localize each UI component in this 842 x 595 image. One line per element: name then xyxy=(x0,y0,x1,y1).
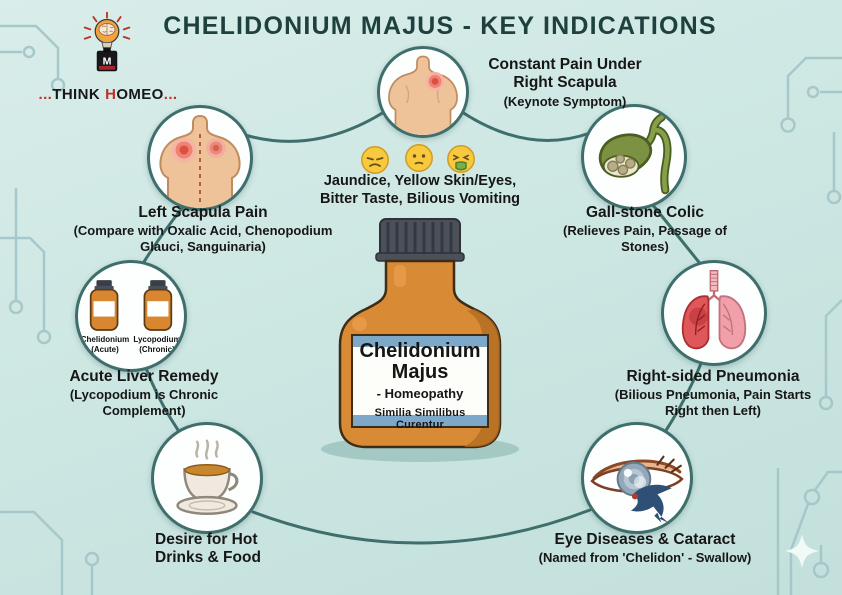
node-title: Acute Liver Remedy xyxy=(69,368,219,385)
eye-swallow-icon xyxy=(590,455,684,523)
node-title: Left Scapula Pain xyxy=(138,204,268,221)
two-bottles-icon xyxy=(89,280,173,332)
sparkle-icon xyxy=(785,534,819,568)
node-title: Desire for Hot Drinks & Food xyxy=(155,531,261,567)
bottle-caption-chelidonium: Chelidonium (Acute) xyxy=(80,335,130,354)
node-subtitle: (Bilious Pneumonia, Pain Starts Right th… xyxy=(614,387,812,418)
logo-think: THINK xyxy=(52,86,101,103)
node-subtitle: (Named from 'Chelidon' - Swallow) xyxy=(538,550,752,566)
bottle-motto: Similia Similibus Curentur xyxy=(374,407,466,431)
logo-h: H xyxy=(105,86,117,103)
back-both-pain-icon xyxy=(159,114,241,208)
jaundice-caption: Jaundice, Yellow Skin/Eyes, Bitter Taste… xyxy=(319,173,521,208)
node-acute-liver-remedy: Chelidonium (Acute) Lycopodium (Chronic) xyxy=(75,260,187,372)
text-eye-diseases-cataract: Eye Diseases & Cataract (Named from 'Che… xyxy=(495,531,795,566)
brain-bulb-logo-icon: M xyxy=(83,11,131,72)
node-hot-drinks-desire xyxy=(151,422,263,534)
node-subtitle: (Lycopodium is Chronic Complement) xyxy=(69,387,219,418)
text-acute-liver-remedy: Acute Liver Remedy (Lycopodium is Chroni… xyxy=(55,368,233,418)
node-gallstone-colic xyxy=(581,104,687,210)
logo-omeo: OMEO xyxy=(116,86,164,103)
weary-face-icon xyxy=(361,146,389,174)
vomiting-face-icon xyxy=(447,145,475,173)
node-title: Eye Diseases & Cataract xyxy=(554,531,736,548)
logo-m-letter: M xyxy=(103,56,112,68)
uneasy-face-icon xyxy=(405,144,433,172)
teacup-icon xyxy=(176,439,239,515)
bottle-name: Chelidonium Majus xyxy=(359,340,481,383)
node-right-sided-pneumonia xyxy=(661,260,767,366)
node-title: Constant Pain Under Right Scapula xyxy=(488,56,642,92)
node-right-scapula-pain xyxy=(377,46,469,138)
lungs-icon xyxy=(681,269,747,350)
node-title: Gall-stone Colic xyxy=(586,204,704,221)
node-subtitle: (Relieves Pain, Passage of Stones) xyxy=(562,223,728,254)
mini-bottle-captions: Chelidonium (Acute) Lycopodium (Chronic) xyxy=(79,335,183,353)
node-subtitle: (Compare with Oxalic Acid, Chenopodium G… xyxy=(73,223,333,254)
gallbladder-icon xyxy=(598,113,672,195)
text-gallstone-colic: Gall-stone Colic (Relieves Pain, Passage… xyxy=(560,204,730,254)
logo-dots-left: ... xyxy=(38,86,53,103)
bottle-label: Chelidonium Majus - Homeopathy Similia S… xyxy=(352,340,488,432)
circuit-traces xyxy=(0,24,842,595)
node-eye-diseases-cataract xyxy=(581,422,693,534)
bottle-caption-lycopodium: Lycopodium (Chronic) xyxy=(133,335,181,354)
connector-arcs xyxy=(140,110,704,545)
node-left-scapula-pain xyxy=(147,105,253,211)
remedy-bottle-illustration xyxy=(338,218,502,449)
text-left-scapula-pain: Left Scapula Pain (Compare with Oxalic A… xyxy=(58,204,348,254)
back-right-pain-icon xyxy=(388,55,458,135)
bottle-subtitle: - Homeopathy xyxy=(376,386,464,401)
text-right-sided-pneumonia: Right-sided Pneumonia (Bilious Pneumonia… xyxy=(613,368,813,418)
node-subtitle: (Keynote Symptom) xyxy=(503,93,627,109)
logo-dots-right: ... xyxy=(163,86,178,103)
node-title: Right-sided Pneumonia xyxy=(626,368,800,385)
text-hot-drinks-desire: Desire for Hot Drinks & Food xyxy=(155,531,285,568)
page-title: CHELIDONIUM MAJUS - KEY INDICATIONS xyxy=(163,12,717,40)
text-right-scapula-pain: Constant Pain Under Right Scapula (Keyno… xyxy=(475,56,655,109)
